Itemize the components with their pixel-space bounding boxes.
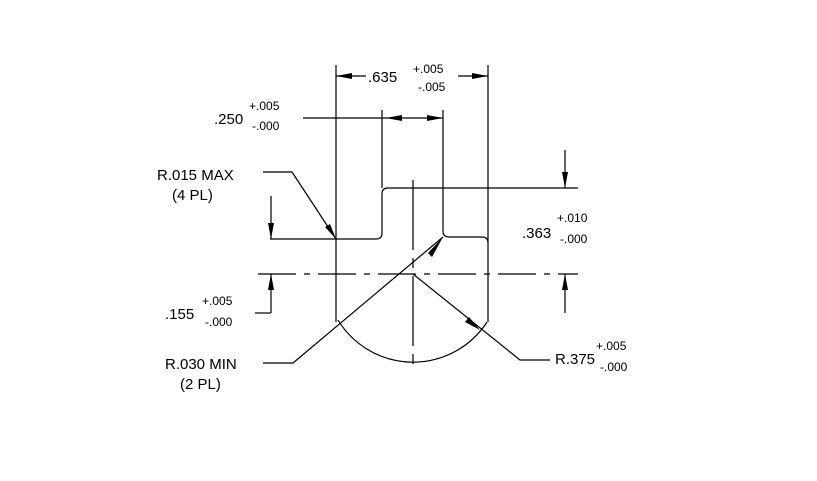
- dimension-label: .363: [522, 225, 551, 242]
- dimension-label: +.005: [596, 339, 627, 353]
- dimension-label: (4 PL): [172, 187, 213, 204]
- dimension-overall-width: .635 +.005 -.005: [336, 62, 488, 94]
- dimension-label: .250: [214, 111, 243, 128]
- centerlines: [258, 180, 578, 372]
- dimension-label: -.000: [600, 360, 628, 374]
- dimension-label: R.375: [555, 351, 595, 368]
- dimension-label: +.005: [202, 294, 233, 308]
- dimension-label: .155: [165, 306, 194, 323]
- dimension-label: .635: [368, 69, 397, 86]
- dimension-label: -.000: [560, 232, 588, 246]
- dimension-label: -.000: [205, 315, 233, 329]
- dimension-label: +.010: [557, 211, 588, 225]
- dimension-slot-width: .250 +.005 -.000: [214, 99, 443, 133]
- dimension-label: +.005: [413, 62, 444, 76]
- dimension-label: -.005: [418, 80, 446, 94]
- dimension-label: R.015 MAX: [157, 167, 234, 184]
- dimension-label: R.030 MIN: [165, 356, 237, 373]
- dimension-end-radius: R.375 +.005 -.000: [412, 273, 628, 374]
- dimension-label: +.005: [249, 99, 280, 113]
- dimension-slot-depth: .363 +.010 -.000: [522, 150, 588, 313]
- dimension-step-height: .155 +.005 -.000: [165, 196, 274, 329]
- dimension-label: -.000: [252, 119, 280, 133]
- note-corner-radius-min: R.030 MIN (2 PL): [165, 236, 444, 393]
- note-corner-radius-max: R.015 MAX (4 PL): [157, 167, 337, 240]
- part-outline: [270, 65, 578, 363]
- dimension-label: (2 PL): [180, 376, 221, 393]
